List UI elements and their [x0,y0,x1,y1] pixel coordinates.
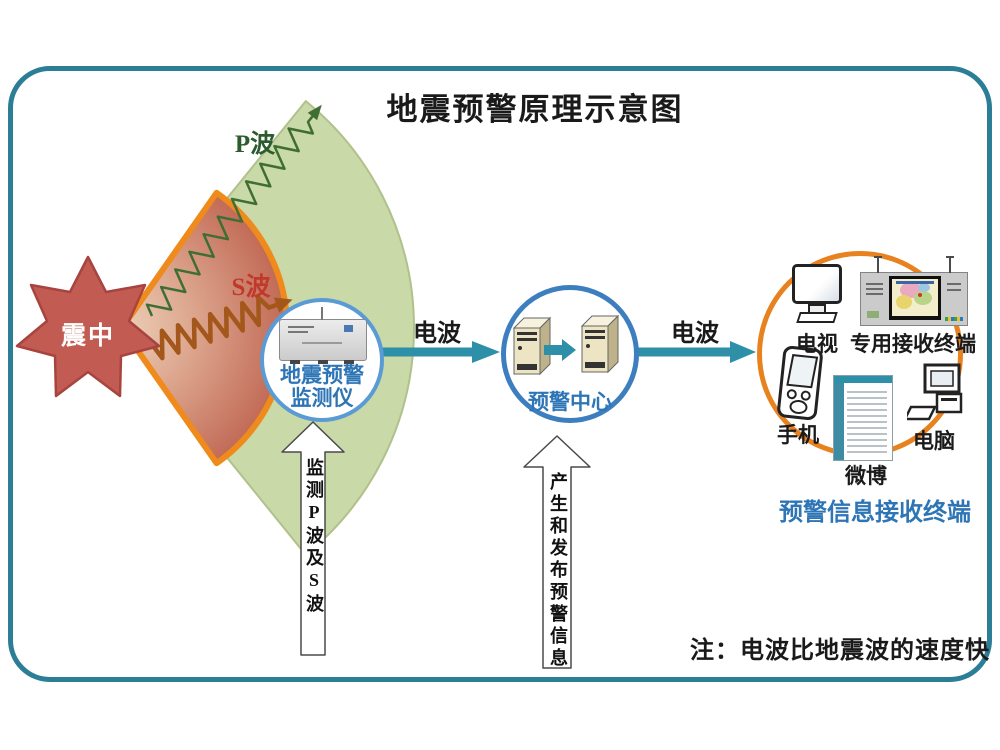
monitor-process-arrow-icon [281,421,345,656]
monitor-label-line2: 监测仪 [290,386,354,410]
radio-arrow-1-icon [378,341,500,363]
receivers-caption: 预警信息接收终端 [779,500,971,526]
radio-arrow-2-icon [636,341,756,363]
monitor-station-node: 地震预警 监测仪 [260,298,384,422]
center-arrow-icon [544,339,576,361]
radio-wave-label-2: 电波 [671,321,719,347]
publish-process-arrow-icon [523,435,591,669]
tv-label: 电视 [796,332,838,356]
footnote: 注：电波比地震波的速度快 [690,638,990,664]
weibo-icon [833,375,893,461]
phone-label: 手机 [777,423,819,447]
s-wave-icon [143,295,293,361]
computer-icon [902,363,965,425]
warning-center-label: 预警中心 [528,390,612,414]
monitor-label-line1: 地震预警 [280,363,364,387]
weibo-label: 微博 [845,464,887,488]
receivers-node: 电视 专用接收终端 [757,251,976,488]
computer-label: 电脑 [913,429,955,453]
monitor-device-icon [279,307,367,364]
server-icon [512,316,552,376]
server-icon [580,314,620,374]
radio-wave-label-1: 电波 [413,321,461,347]
dedicated-terminal-icon [860,256,968,326]
monitor-process-label: 监测P波及S波 [304,458,324,616]
warning-center-node: 预警中心 [501,285,639,423]
server-icons [512,314,620,376]
epicenter-star-icon [15,255,161,398]
dedicated-terminal-label: 专用接收终端 [850,332,976,356]
tv-icon [790,264,844,328]
p-wave-label: P波 [234,131,276,158]
publish-process-label: 产生和发布预警信息 [548,472,568,670]
page-title: 地震预警原理示意图 [386,92,684,127]
device-antenna-icon [321,307,323,320]
p-wave-icon [145,104,322,317]
epicenter-label: 震中 [60,323,115,350]
s-wave-label: S波 [231,274,271,301]
